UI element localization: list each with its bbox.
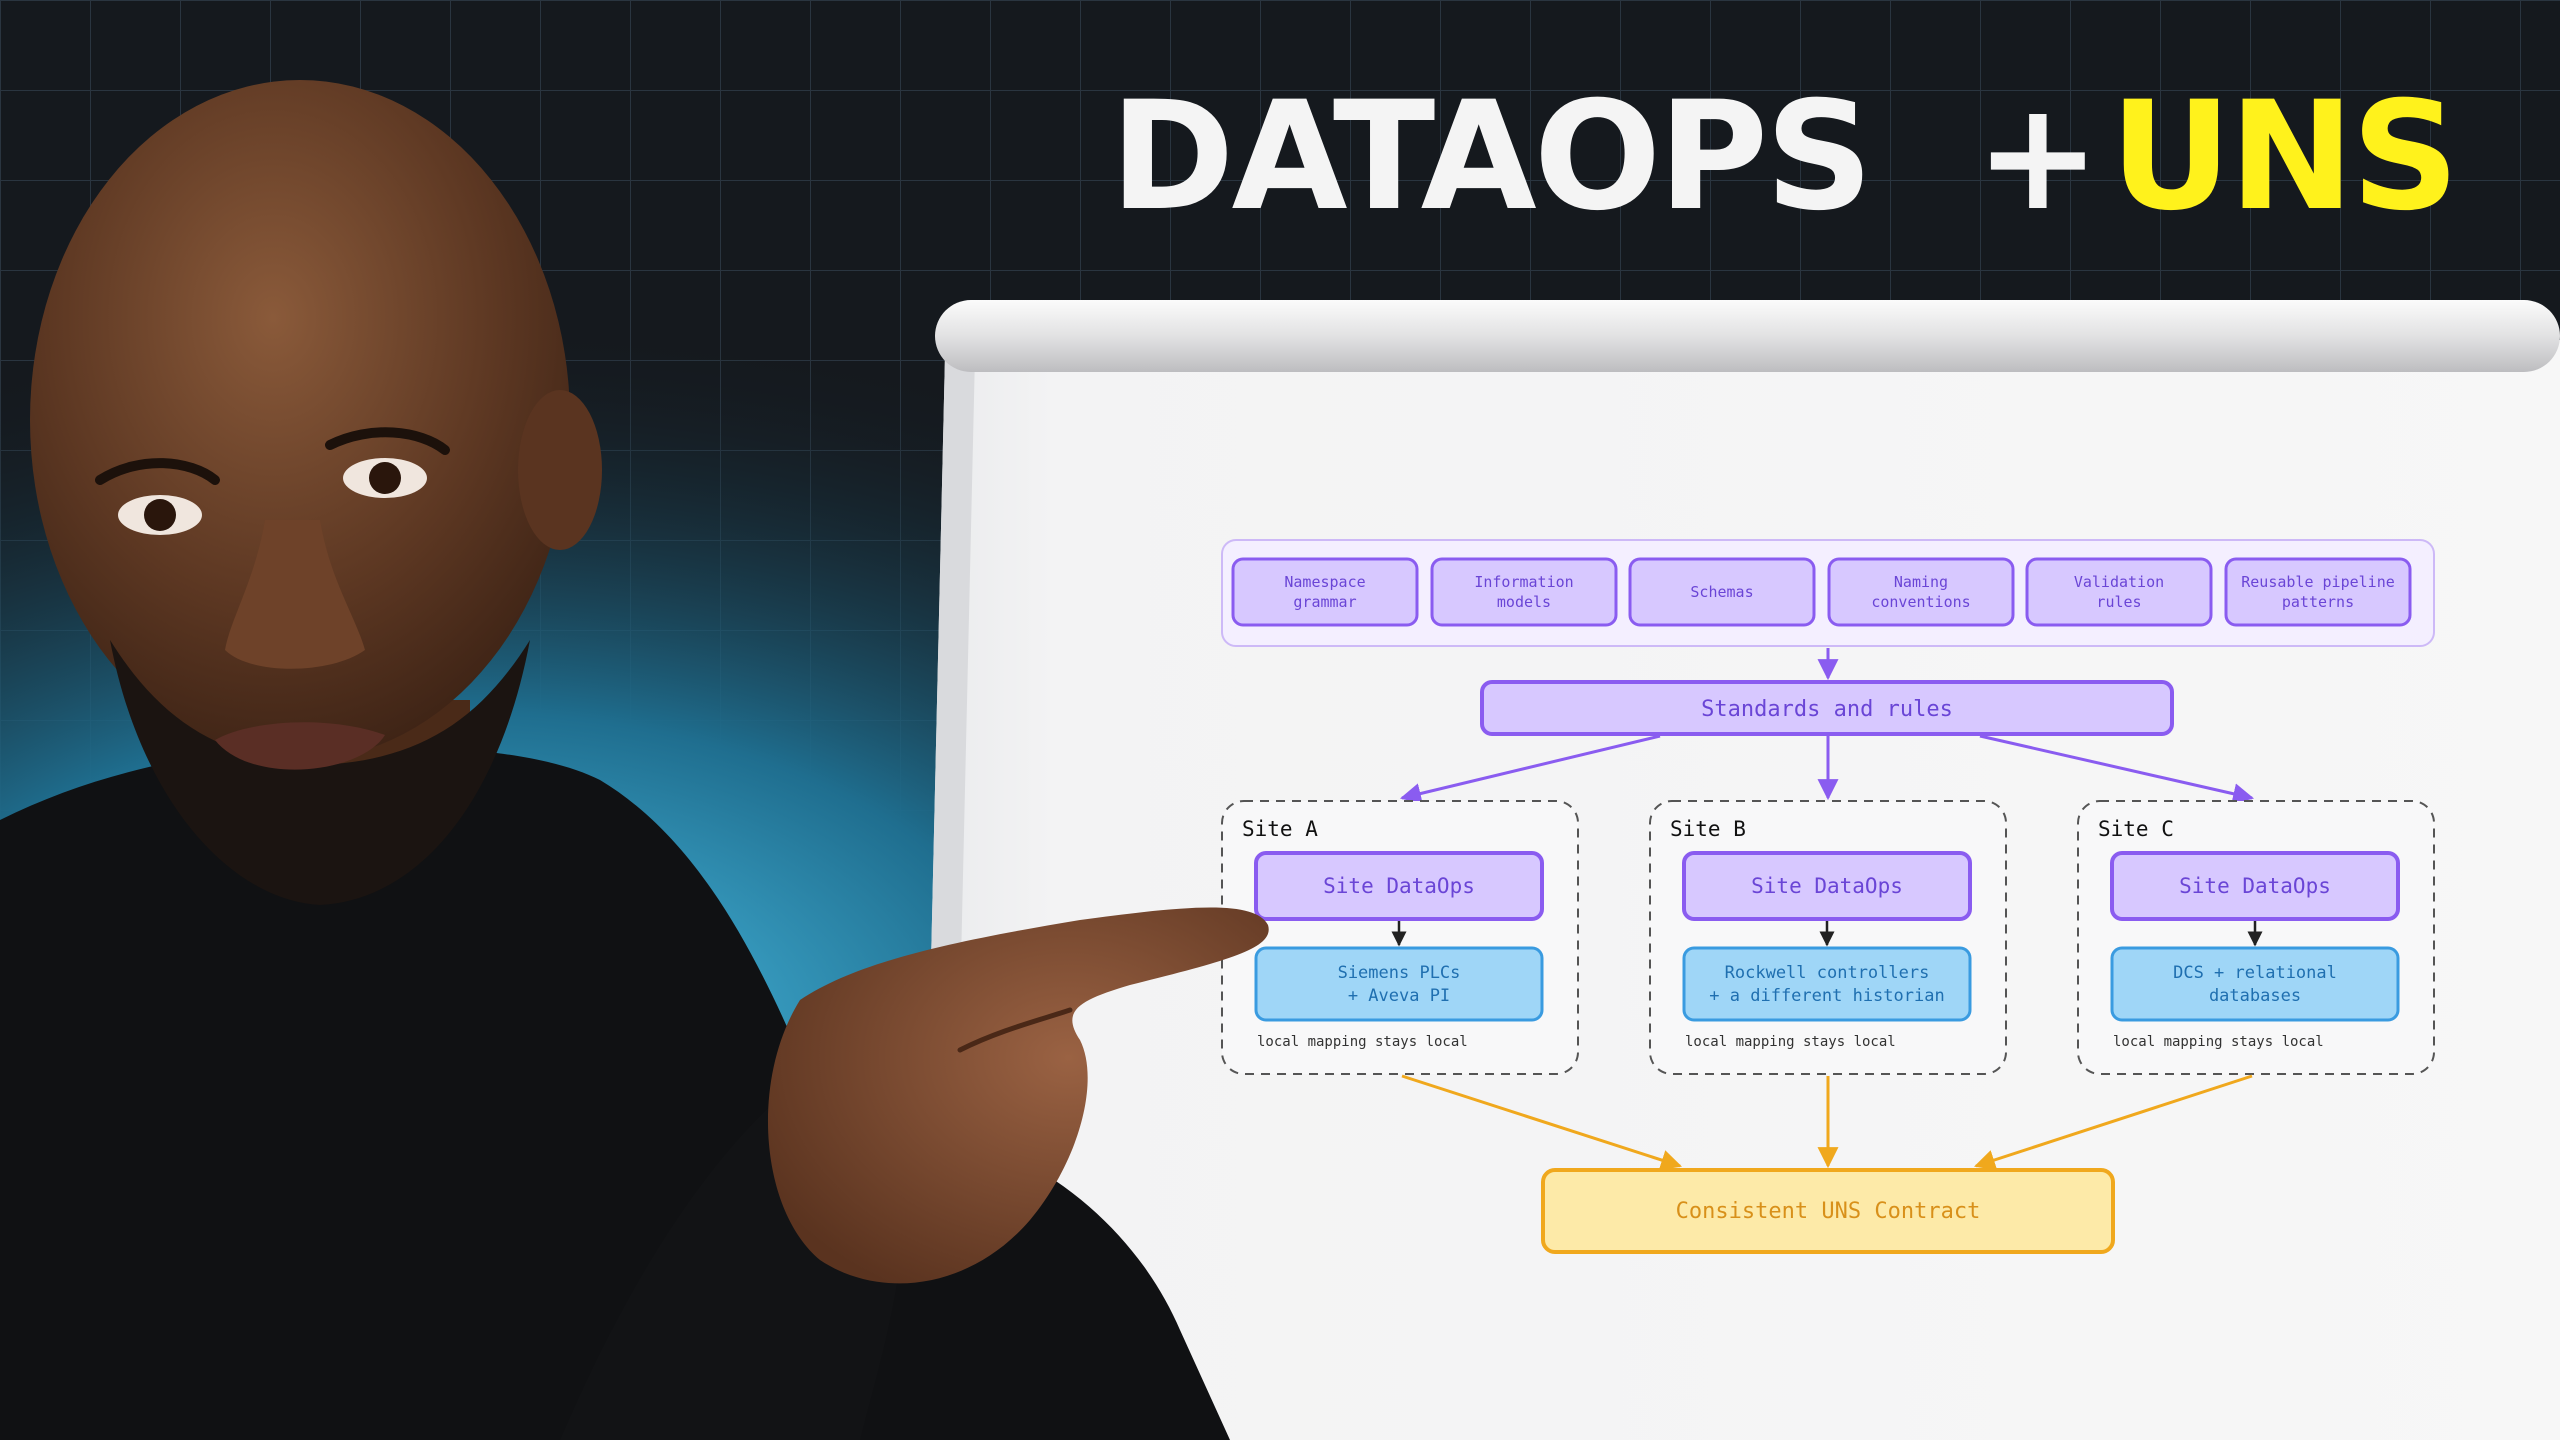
uns-contract-box: Consistent UNS Contract	[1541, 1168, 2115, 1254]
site-note: local mapping stays local	[1685, 1034, 1896, 1050]
site-source-label: Rockwell controllers	[1725, 963, 1930, 983]
site-dataops-label: Site DataOps	[1323, 874, 1475, 898]
site-b-panel: Site B Site DataOps Rockwell controllers…	[1649, 800, 2007, 1075]
presenter-nose	[225, 520, 365, 669]
site-dataops-box	[2110, 851, 2400, 921]
site-name: Site B	[1670, 817, 1746, 841]
presenter	[0, 80, 1269, 1440]
presenter-hand	[767, 907, 1269, 1284]
site-source-label: databases	[2209, 986, 2301, 1006]
standard-item: Reusable pipeline patterns	[2224, 557, 2412, 627]
presenter-finger-crease	[957, 1007, 1073, 1053]
standard-label: rules	[2096, 593, 2141, 611]
presenter-left-brow	[95, 458, 220, 485]
site-dataops-box	[1254, 851, 1544, 921]
standard-item: Validation rules	[2025, 557, 2213, 627]
presenter-right-brow	[325, 427, 450, 455]
site-a-panel: Site A Site DataOps Siemens PLCs + Aveva…	[1221, 800, 1579, 1075]
standard-label: models	[1497, 593, 1551, 611]
standard-label: patterns	[2282, 593, 2354, 611]
standard-label: Naming	[1894, 573, 1948, 591]
presenter-beard	[110, 640, 530, 905]
standard-label: Reusable pipeline	[2241, 573, 2395, 591]
arrow-site-a	[1399, 734, 1661, 804]
site-dataops-label: Site DataOps	[1751, 874, 1903, 898]
site-dataops-box	[1682, 851, 1972, 921]
site-source-box	[1254, 946, 1544, 1022]
standard-item: Schemas	[1628, 557, 1816, 627]
standards-rules-box: Standards and rules	[1480, 680, 2174, 736]
site-source-label: + a different historian	[1709, 986, 1944, 1006]
site-note: local mapping stays local	[2113, 1034, 2324, 1050]
arrow-contract-c	[1974, 1074, 2253, 1171]
presenter-left-pupil	[144, 499, 176, 531]
title-uns: UNS	[2110, 70, 2459, 244]
standard-label: Information	[1474, 573, 1573, 591]
whiteboard-rail	[935, 300, 2560, 372]
site-c-panel: Site C Site DataOps DCS + relational dat…	[2077, 800, 2435, 1075]
arrow-contract-a	[1401, 1074, 1682, 1171]
site-note: local mapping stays local	[1257, 1034, 1468, 1050]
diagram: Namespace grammar Information models Sch…	[1221, 539, 2435, 1254]
standard-label: grammar	[1293, 593, 1356, 611]
site-name: Site A	[1242, 817, 1318, 841]
presenter-ear	[518, 390, 602, 550]
presenter-lips	[215, 722, 385, 770]
standard-label: conventions	[1871, 593, 1970, 611]
standard-item: Naming conventions	[1827, 557, 2015, 627]
standard-label: Namespace	[1284, 573, 1365, 591]
standard-label: Schemas	[1690, 583, 1753, 601]
standards-rules-label: Standards and rules	[1701, 697, 1953, 722]
standard-item: Information models	[1430, 557, 1618, 627]
arrow-site-c	[1979, 734, 2255, 805]
presenter-head	[30, 80, 570, 760]
site-dataops-label: Site DataOps	[2179, 874, 2331, 898]
site-source-box	[1682, 946, 1972, 1022]
title-dataops: DATAOPS	[1110, 70, 1873, 244]
title-plus: +	[1975, 70, 2101, 244]
site-source-label: + Aveva PI	[1348, 986, 1450, 1006]
uns-contract-label: Consistent UNS Contract	[1676, 1199, 1981, 1224]
standard-item: Namespace grammar	[1231, 557, 1419, 627]
site-source-box	[2110, 946, 2400, 1022]
site-source-label: DCS + relational	[2173, 963, 2337, 983]
standard-label: Validation	[2074, 573, 2164, 591]
presenter-right-pupil	[369, 462, 401, 494]
site-name: Site C	[2098, 817, 2174, 841]
site-source-label: Siemens PLCs	[1338, 963, 1461, 983]
